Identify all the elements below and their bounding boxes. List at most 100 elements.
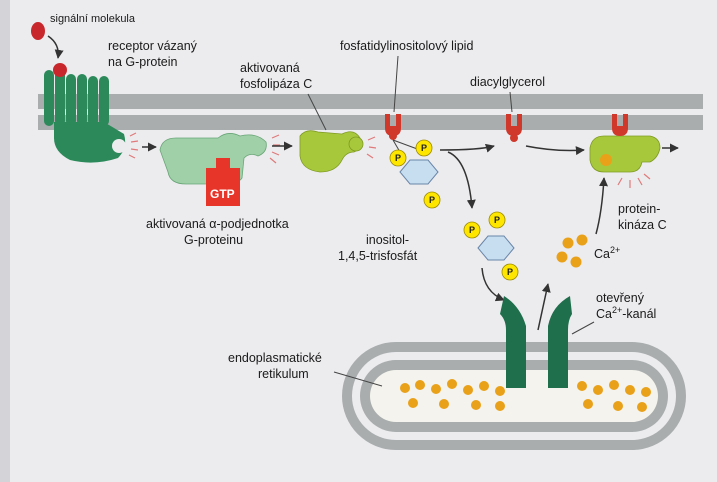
diacylglycerol: diacylglycerol: [470, 75, 545, 142]
released-calcium: Ca2+: [556, 177, 620, 268]
calcium-ion: [593, 385, 603, 395]
calcium-ion: [576, 234, 588, 246]
signal-molecule: signální molekula: [31, 13, 136, 59]
channel-suffix: -kanál: [622, 307, 656, 321]
arrow-pip2-to-dag: [439, 143, 495, 153]
calcium-ion: [613, 401, 623, 411]
calcium-ion: [583, 399, 593, 409]
receptor-helix: [66, 74, 76, 126]
plc-body: [299, 130, 362, 173]
receptor-helix: [44, 70, 54, 126]
channel-left-subunit: [500, 296, 526, 388]
arrow-calcium-release: [537, 283, 551, 331]
phosphate-icon: [389, 149, 407, 167]
receptor-helix: [88, 76, 98, 126]
phosphate-label: P: [421, 143, 427, 153]
phosphate-icon: [423, 191, 441, 209]
calcium-ion: [556, 251, 568, 263]
pkc-label-line2: kináza C: [618, 218, 667, 232]
plc-label-line2: fosfolipáza C: [240, 77, 312, 91]
arrow-calcium-to-pkc: [595, 177, 609, 235]
protein-kinase-c: protein- kináza C: [589, 114, 679, 232]
calcium-ion: [637, 402, 647, 412]
page-edge: [0, 0, 10, 482]
channel-ca: Ca: [596, 307, 612, 321]
membrane-outer-leaflet: [38, 94, 703, 109]
calcium-ion: [495, 386, 505, 396]
arrow-pip2-to-ip3: [447, 151, 476, 209]
ip3-label-line1: inositol-: [366, 233, 409, 247]
calcium-ion: [570, 256, 582, 268]
plc-activation-rays: [366, 136, 377, 159]
calcium-ion: [439, 399, 449, 409]
signal-molecule-label: signální molekula: [50, 13, 136, 25]
plc-domain: [348, 136, 364, 152]
calcium-channel: otevřený Ca2+-kanál: [500, 283, 656, 388]
channel-charge: 2+: [612, 305, 622, 315]
calcium-ion: [609, 380, 619, 390]
er-label-line1: endoplasmatické: [228, 351, 322, 365]
er-calcium-store: [400, 379, 651, 412]
calcium-ion: [471, 400, 481, 410]
calcium-ion: [641, 387, 651, 397]
channel-label-line1: otevřený: [596, 291, 645, 305]
calcium-ion: [400, 383, 410, 393]
plc-leader-line: [307, 93, 327, 131]
inositol-ring: [399, 159, 439, 185]
phosphate-icon: [415, 139, 433, 157]
calcium-ion: [408, 398, 418, 408]
phosphate-icon: [501, 263, 519, 281]
pkc-label-line1: protein-: [618, 202, 660, 216]
phosphate-icon: [463, 221, 481, 239]
calcium-ion: [577, 381, 587, 391]
pkc-bound-calcium: [600, 154, 612, 166]
phosphate-label: P: [507, 267, 513, 277]
channel-label-line2: Ca2+-kanál: [596, 305, 656, 321]
dag-label: diacylglycerol: [470, 75, 545, 89]
calcium-charge: 2+: [610, 245, 620, 255]
pip2-leader-line: [393, 55, 399, 113]
pip2-label: fosfatidylinositolový lipid: [340, 39, 473, 53]
ip3-molecule: P P P inositol- 1,4,5-trisfosfát: [338, 211, 519, 281]
pip2-stem: [392, 139, 421, 151]
plc-label-line1: aktivovaná: [240, 61, 300, 75]
gpcr-receptor: receptor vázaný na G-protein: [44, 39, 198, 163]
calcium-ion: [463, 385, 473, 395]
receptor-helix: [77, 74, 87, 126]
phosphate-label: P: [429, 195, 435, 205]
activation-rays: [128, 132, 139, 159]
galpha-activation-rays: [269, 134, 280, 164]
signal-molecule-icon: [31, 22, 45, 40]
pkc-activation-rays: [617, 173, 651, 188]
phospholipase-c: aktivovaná fosfolipáza C: [240, 61, 377, 173]
arrow-ip3-to-channel: [481, 267, 505, 302]
er-leader-line: [333, 371, 383, 387]
phosphate-label: P: [494, 215, 500, 225]
phosphate-label: P: [395, 153, 401, 163]
channel-leader-line: [571, 321, 595, 335]
plasma-membrane: [38, 94, 703, 130]
lipid-glycerol: [389, 132, 397, 140]
pkc-bound-dag: [612, 114, 628, 136]
signal-arrow: [47, 35, 64, 59]
receptor-label-line2: na G-protein: [108, 55, 178, 69]
phosphate-label: P: [469, 225, 475, 235]
gtp-box: [206, 158, 240, 206]
dag-head: [506, 114, 522, 136]
channel-right-subunit: [548, 296, 572, 388]
arrow-dag-to-pkc: [525, 145, 585, 156]
dag-glycerol: [510, 134, 518, 142]
er-label-line2: retikulum: [258, 367, 309, 381]
membrane-inner-leaflet: [38, 115, 703, 130]
bound-signal-molecule: [53, 63, 67, 77]
gtp-label: GTP: [210, 187, 235, 201]
receptor-helix: [55, 68, 65, 126]
calcium-ion: [625, 385, 635, 395]
galpha-label-line2: G-proteinu: [184, 233, 243, 247]
ip3-inositol-ring: [477, 235, 515, 261]
receptor-label-line1: receptor vázaný: [108, 39, 198, 53]
galpha-label-line1: aktivovaná α-podjednotka: [146, 217, 289, 231]
calcium-ion: [562, 237, 574, 249]
calcium-ion: [415, 380, 425, 390]
